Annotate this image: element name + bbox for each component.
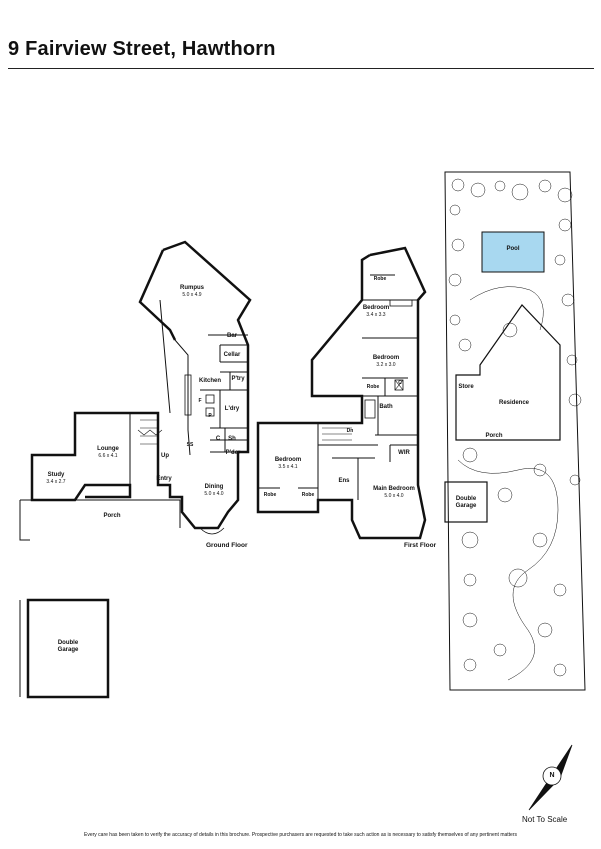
scale-note: Not To Scale — [522, 815, 568, 824]
room-robe-4: Robe — [301, 492, 315, 498]
first-floor-walls — [256, 246, 427, 540]
room-porch: Porch — [103, 513, 121, 519]
room-laundry: L'dry — [224, 406, 240, 412]
room-robe-2: Robe — [366, 384, 380, 390]
site-porch: Porch — [485, 433, 503, 439]
north-arrow — [528, 744, 573, 811]
site-double-garage: Double Garage — [455, 496, 477, 509]
label-up: Up — [161, 453, 169, 459]
ground-floor-label: Ground Floor — [206, 542, 248, 549]
label-fridge: F — [198, 398, 202, 404]
site-trees — [448, 178, 582, 677]
title-rule — [8, 68, 594, 69]
room-bar: Bar — [226, 333, 238, 339]
room-robe-3: Robe — [263, 492, 277, 498]
ground-floor-walls — [19, 240, 252, 541]
room-wir: WIR — [398, 450, 410, 456]
room-kitchen: Kitchen — [198, 378, 222, 384]
site-boundary — [444, 171, 586, 691]
room-powder: P'der — [225, 450, 241, 456]
room-entry: Entry — [156, 476, 172, 482]
label-down: Dn — [346, 428, 354, 434]
site-store: Store — [458, 384, 474, 390]
label-ss: SS — [186, 442, 194, 448]
room-ensuite: Ens — [338, 478, 350, 484]
site-pool: Pool — [506, 246, 520, 252]
site-residence: Residence — [498, 400, 530, 406]
first-floor-label: First Floor — [404, 542, 437, 549]
compass-letter: N — [549, 772, 555, 779]
room-cupboard: C — [398, 380, 402, 386]
label-p: P — [208, 413, 212, 419]
room-cellar: Cellar — [223, 352, 241, 358]
page-title: 9 Fairview Street, Hawthorn — [8, 38, 276, 60]
garage-outline — [19, 499, 181, 699]
room-bath: Bath — [379, 404, 393, 410]
disclaimer: Every care has been taken to verify the … — [84, 832, 517, 838]
room-robe-1: Robe — [373, 276, 387, 282]
label-c: C — [215, 436, 221, 442]
room-pantry: P'try — [231, 376, 245, 382]
room-double-garage: Double Garage — [57, 640, 79, 653]
label-sh: Sh — [228, 436, 236, 442]
